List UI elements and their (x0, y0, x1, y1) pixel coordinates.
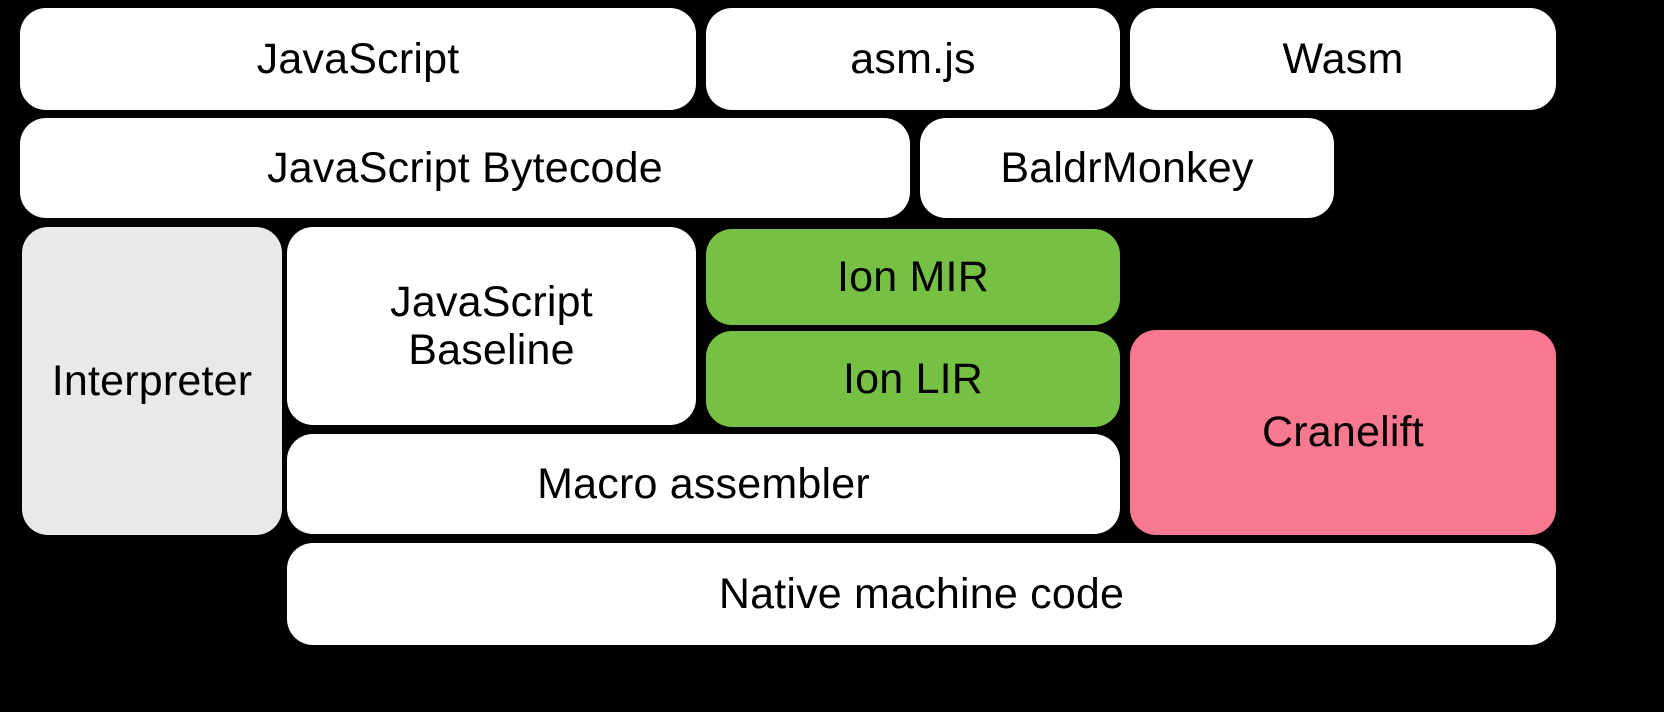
node-javascript-baseline[interactable]: JavaScript Baseline (287, 227, 696, 425)
node-wasm[interactable]: Wasm (1130, 8, 1556, 110)
node-asm-js[interactable]: asm.js (706, 8, 1120, 110)
node-macro-assembler[interactable]: Macro assembler (287, 434, 1120, 534)
node-baldrmonkey[interactable]: BaldrMonkey (920, 118, 1334, 218)
node-interpreter[interactable]: Interpreter (22, 227, 282, 535)
node-cranelift[interactable]: Cranelift (1130, 330, 1556, 535)
node-javascript-bytecode[interactable]: JavaScript Bytecode (20, 118, 910, 218)
node-ion-lir[interactable]: Ion LIR (706, 331, 1120, 427)
node-native-machine-code[interactable]: Native machine code (287, 543, 1556, 645)
node-ion-mir[interactable]: Ion MIR (706, 229, 1120, 325)
node-javascript[interactable]: JavaScript (20, 8, 696, 110)
